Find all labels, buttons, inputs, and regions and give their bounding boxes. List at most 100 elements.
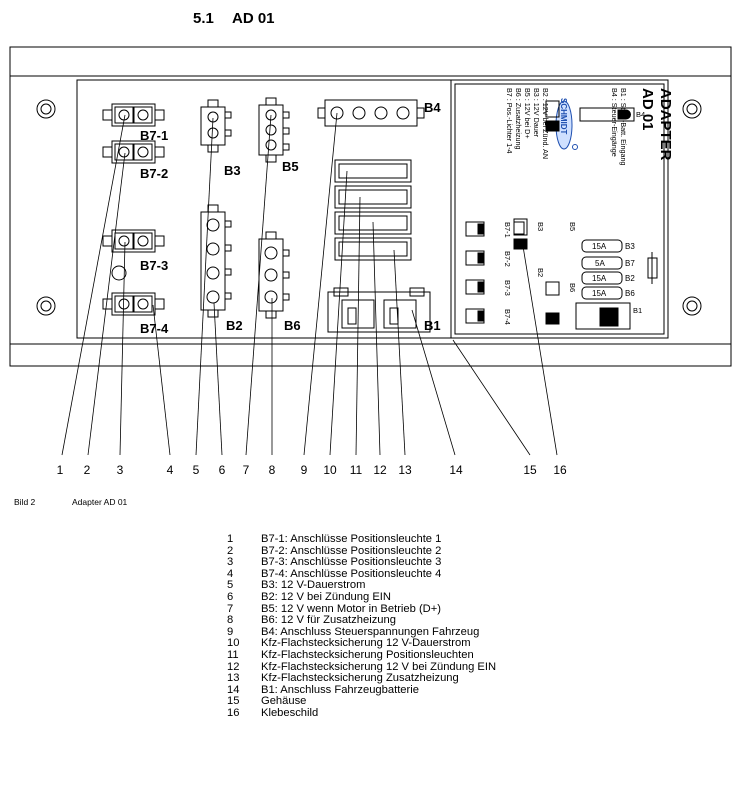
legend-number: 2: [227, 544, 234, 557]
callout-6: 6: [219, 463, 226, 477]
label-b7-4: B7-4: [140, 321, 169, 336]
fuse-amp-2: 5A: [595, 259, 605, 268]
section-title: AD 01: [232, 10, 275, 27]
map-label-b5: B5: [568, 222, 577, 231]
fuse-slot-4: B6: [625, 289, 635, 298]
legend-number: 7: [227, 602, 234, 615]
callout-9: 9: [301, 463, 308, 477]
connector-b7-1: [102, 103, 165, 127]
connector-b3: [200, 99, 232, 153]
sticker-line-6: B6 : Zusatzheizung: [514, 88, 523, 150]
fuse-slot-3: B2: [625, 274, 635, 283]
legend-text: Kfz-Flachstecksicherung Zusatzheizung: [261, 672, 459, 685]
label-b4: B4: [424, 100, 441, 115]
label-b1: B1: [424, 318, 441, 333]
mounting-screw-bottom-left: [36, 296, 56, 316]
sticker-map: [465, 100, 658, 330]
legend-text: B7-2: Anschlüsse Positionsleuchte 2: [261, 544, 442, 557]
figure-caption-label: Bild 2: [14, 497, 36, 507]
legend-text: B2: 12 V bei Zündung EIN: [261, 590, 391, 603]
connector-b7-4: [102, 292, 165, 316]
legend-text: Gehäuse: [261, 695, 307, 708]
sticker-inner: [454, 83, 665, 335]
sticker-title-1: ADAPTER: [657, 88, 674, 161]
legend-text: B4: Anschluss Steuerspannungen Fahrzeug: [261, 625, 480, 638]
legend-text: Kfz-Flachstecksicherung Positionsleuchte…: [261, 648, 474, 661]
sticker-b7-slots: [465, 221, 485, 324]
callout-11: 11: [350, 463, 363, 477]
sticker-line-5: B5 : 12V bei D+: [523, 88, 532, 139]
legend-text: Kfz-Flachstecksicherung 12 V bei Zündung…: [261, 660, 497, 673]
panel-hole: [111, 265, 127, 281]
connector-b5: [258, 97, 290, 163]
legend-text: B7-4: Anschlüsse Positionsleuchte 4: [261, 567, 442, 580]
section-number: 5.1: [193, 10, 214, 27]
legend-text: B7-1: Anschlüsse Positionsleuchte 1: [261, 533, 442, 545]
callout-5: 5: [193, 463, 200, 477]
legend-text: Klebeschild: [261, 706, 319, 719]
housing-outline: [9, 46, 732, 367]
legend-number: 8: [227, 614, 234, 627]
map-label-b4: B4: [636, 110, 645, 119]
callout-2: 2: [84, 463, 91, 477]
connector-b6: [258, 231, 290, 319]
callout-13: 13: [398, 463, 412, 477]
sticker-line-4: B3 : 12V Dauer: [532, 88, 541, 138]
callout-4: 4: [167, 463, 174, 477]
connector-b7-2: [102, 140, 165, 164]
legend-number: 11: [227, 648, 239, 661]
sticker-outline: [450, 79, 669, 339]
sticker-fuse-table: [581, 239, 623, 300]
callout-16: 16: [553, 463, 567, 477]
legend-number: 10: [227, 637, 240, 650]
fuse-slot-10: [334, 159, 412, 183]
leader-lines: [61, 112, 558, 456]
map-label-b1: B1: [633, 306, 642, 315]
connector-b7-3: [102, 229, 165, 253]
label-b5: B5: [282, 159, 299, 174]
legend-number: 4: [227, 567, 234, 580]
map-label-b7-4: B7-4: [503, 309, 512, 325]
label-b7-1: B7-1: [140, 128, 168, 143]
label-b6: B6: [284, 318, 301, 333]
mounting-screw-top-left: [36, 99, 56, 119]
connector-b2: [200, 204, 232, 318]
map-label-b6: B6: [568, 283, 577, 292]
map-label-b3: B3: [536, 222, 545, 231]
legend-text: B7-3: Anschlüsse Positionsleuchte 3: [261, 556, 442, 569]
callout-15: 15: [523, 463, 537, 477]
legend-number: 6: [227, 590, 234, 603]
map-label-b7-1: B7-1: [503, 222, 512, 238]
sticker-line-1: B1 : Start.-Batt. Eingang: [619, 88, 628, 166]
callout-14: 14: [449, 463, 463, 477]
callout-10: 10: [323, 463, 337, 477]
legend-item: 11 Kfz-Flachstecksicherung Positionsleuch…: [223, 648, 496, 662]
callout-7: 7: [243, 463, 250, 477]
legend-text: B3: 12 V-Dauerstrom: [261, 579, 366, 592]
label-b7-3: B7-3: [140, 258, 168, 273]
sticker-line-7: B7 : Pos.-Lichter 1-4: [505, 88, 514, 154]
callout-1: 1: [57, 463, 64, 477]
fuse-amp-1: 15A: [592, 242, 607, 251]
mounting-screw-top-right: [682, 99, 702, 119]
legend-number: 14: [227, 683, 240, 696]
section-heading: 5.1 AD 01: [193, 10, 275, 27]
legend-item: 8 B6: 12 V für Zusatzheizung: [223, 615, 496, 627]
map-label-b7-3: B7-3: [503, 280, 512, 296]
legend-item: 2 B7-2: Anschlüsse Positionsleuchte 2: [223, 544, 496, 558]
label-b3: B3: [224, 163, 241, 178]
map-label-b2: B2: [536, 268, 545, 277]
legend-text: B6: 12 V für Zusatzheizung: [261, 614, 396, 627]
legend-text: B1: Anschluss Fahrzeugbatterie: [261, 683, 419, 696]
legend-item: 6 B2: 12 V bei Zündung EIN: [223, 590, 496, 604]
fuse-slot-1: B3: [625, 242, 635, 251]
connector-b4: [317, 99, 425, 127]
